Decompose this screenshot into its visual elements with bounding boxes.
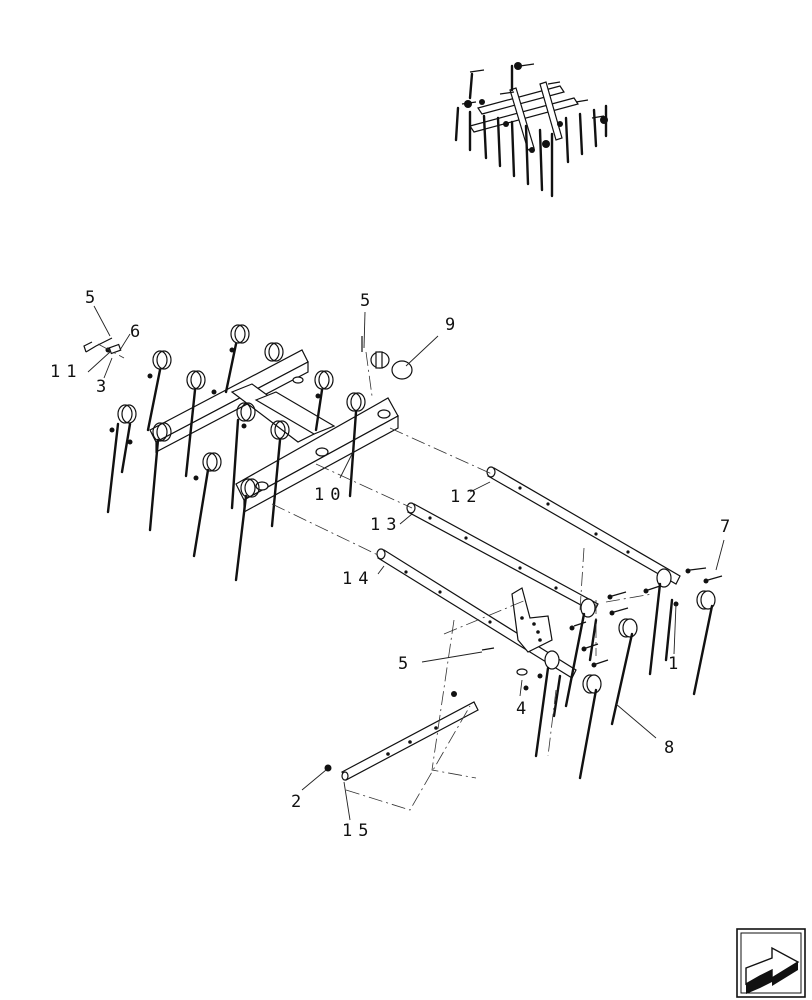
callout-labels: 5 6 11 3 5 9 10 12 13 14 7 1 5 4 8 2 15 <box>50 288 736 841</box>
hardware-bolts <box>324 567 723 772</box>
callout-7: 6 <box>130 322 146 342</box>
tube-tines <box>534 582 714 780</box>
callout-5-top: 5 <box>360 291 376 311</box>
callout-leaders <box>87 305 725 821</box>
callout-9: 8 <box>664 738 680 758</box>
frame-coil-tines <box>106 324 366 582</box>
assembly-thumbnail <box>454 62 608 198</box>
tube-14 <box>406 502 638 638</box>
callout-12: 11 <box>50 362 82 382</box>
callout-4: 4 <box>516 699 532 719</box>
callout-6: 5 <box>85 288 101 308</box>
callout-1: 1 <box>668 654 684 674</box>
callout-3: 3 <box>96 377 112 397</box>
strap-16 <box>341 701 479 781</box>
frame-weldment <box>149 349 399 514</box>
callout-16: 15 <box>342 821 374 841</box>
tube-13 <box>486 466 716 610</box>
adjustment-plate <box>511 587 553 653</box>
callout-15: 14 <box>342 569 374 589</box>
callout-14: 13 <box>370 515 402 535</box>
callout-8: 7 <box>720 517 736 537</box>
callout-13: 12 <box>450 487 482 507</box>
callout-2: 2 <box>291 792 307 812</box>
callout-11: 10 <box>314 485 346 505</box>
bushings <box>361 336 413 380</box>
hitch-pin-assembly <box>83 337 122 355</box>
callout-10: 9 <box>445 315 461 335</box>
next-page-arrow-icon[interactable] <box>736 928 806 998</box>
callout-5-bottom: 5 <box>398 654 414 674</box>
assembly-centerlines <box>97 343 653 811</box>
